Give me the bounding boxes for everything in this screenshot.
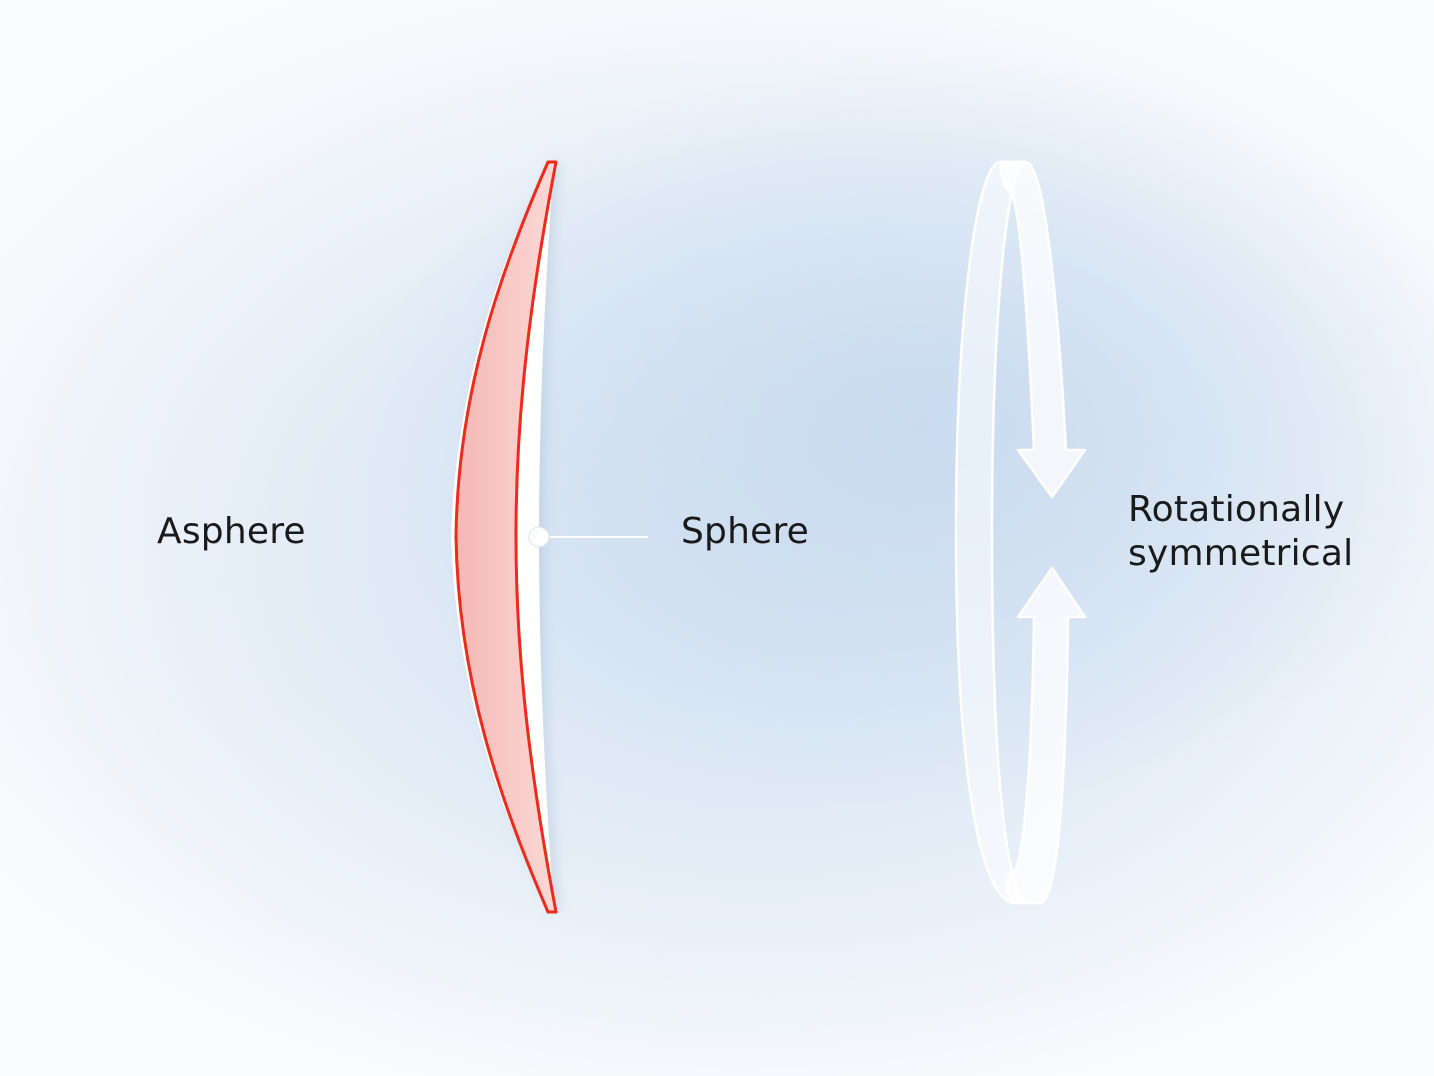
asphere-region-shape: [454, 160, 558, 914]
leader-dot-icon: [528, 526, 550, 548]
rotation-band-back: [954, 160, 1032, 905]
sphere-label: Sphere: [681, 511, 810, 552]
rotational-label-line1: Rotationally: [1128, 489, 1345, 530]
rotation-arrow-down: [998, 160, 1087, 499]
rotationally-symmetrical-label: Rotationally symmetrical: [1128, 488, 1353, 576]
asphere-label: Asphere: [157, 511, 306, 552]
rotation-arrows-icon: [954, 160, 1087, 905]
rotation-arrow-up: [1005, 566, 1087, 905]
rotational-label-line2: symmetrical: [1128, 533, 1354, 574]
